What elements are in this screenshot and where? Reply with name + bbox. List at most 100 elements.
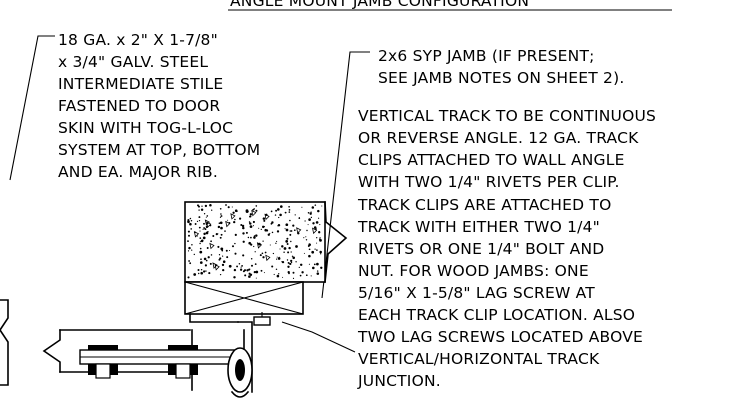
concrete-speckle (308, 243, 311, 246)
wood-jamb-block (184, 281, 304, 315)
concrete-speckle (249, 225, 253, 228)
concrete-speckle (318, 231, 321, 234)
concrete-speckle (301, 271, 304, 274)
concrete-speckle (219, 216, 222, 218)
concrete-hatch (187, 203, 323, 279)
concrete-speckle (267, 233, 270, 236)
concrete-speckle (255, 234, 258, 237)
concrete-speckle (227, 206, 230, 209)
concrete-speckle (187, 240, 189, 243)
concrete-speckle (290, 240, 292, 243)
concrete-speckle (277, 208, 280, 211)
concrete-speckle (219, 236, 222, 239)
concrete-speckle (222, 260, 226, 263)
track-note-line: CLIPS ATTACHED TO WALL ANGLE (358, 151, 625, 169)
concrete-speckle (217, 245, 220, 248)
concrete-aggregate (312, 227, 318, 235)
concrete-speckle (204, 204, 208, 208)
concrete-speckle (200, 269, 203, 271)
concrete-aggregate (206, 221, 212, 228)
concrete-speckle (221, 250, 224, 252)
concrete-speckle (193, 253, 195, 256)
concrete-aggregate (193, 231, 200, 238)
concrete-speckle (199, 241, 201, 243)
concrete-speckle (252, 209, 254, 211)
concrete-speckle (276, 258, 278, 260)
concrete-speckle (274, 214, 277, 216)
concrete-speckle (294, 214, 296, 216)
jamb-note-leader (321, 51, 370, 299)
concrete-speckle (258, 227, 260, 229)
concrete-aggregate (225, 220, 231, 228)
concrete-speckle (306, 229, 308, 232)
concrete-speckle (204, 228, 207, 231)
track-note-line: TRACK CLIPS ARE ATTACHED TO (357, 196, 611, 214)
door-break-line (42, 329, 61, 373)
concrete-speckle (272, 252, 275, 255)
concrete-speckle (250, 236, 252, 239)
concrete-speckle (211, 209, 213, 211)
concrete-speckle (281, 245, 284, 248)
concrete-speckle (197, 272, 200, 275)
concrete-speckle (218, 254, 221, 256)
concrete-speckle (202, 228, 204, 230)
concrete-speckle (198, 219, 201, 222)
concrete-speckle (290, 251, 292, 253)
wall-break-line (324, 201, 348, 283)
concrete-speckle (255, 209, 258, 212)
concrete-speckle (220, 215, 223, 217)
concrete-speckle (280, 205, 283, 208)
concrete-speckle (193, 273, 197, 276)
stile-note-line: FASTENED TO DOOR (58, 97, 220, 115)
concrete-speckle (244, 274, 247, 277)
concrete-speckle (287, 251, 290, 254)
concrete-speckle (210, 240, 212, 243)
concrete-speckle (288, 209, 291, 211)
concrete-speckle (219, 207, 222, 210)
concrete-speckle (310, 211, 312, 213)
concrete-speckle (275, 268, 278, 271)
concrete-speckle (252, 225, 254, 227)
concrete-speckle (309, 212, 312, 215)
concrete-speckle (187, 250, 190, 252)
concrete-aggregate (256, 242, 263, 249)
concrete-speckle (279, 248, 281, 250)
concrete-speckle (255, 205, 258, 207)
concrete-speckle (304, 220, 306, 222)
concrete-speckle (226, 256, 229, 259)
concrete-speckle (233, 268, 237, 272)
concrete-speckle (271, 221, 274, 224)
concrete-speckle (295, 245, 298, 248)
concrete-speckle (204, 264, 207, 267)
concrete-speckle (271, 231, 274, 234)
concrete-speckle (190, 219, 193, 222)
concrete-speckle (250, 264, 254, 267)
concrete-speckle (203, 232, 206, 236)
concrete-speckle (227, 219, 229, 221)
concrete-speckle (308, 248, 311, 251)
concrete-speckle (308, 254, 311, 258)
concrete-aggregate (209, 242, 215, 250)
concrete-speckle (316, 262, 319, 266)
concrete-speckle (316, 270, 319, 272)
concrete-aggregate (204, 219, 211, 226)
concrete-speckle (245, 209, 249, 212)
track-note-line: OR REVERSE ANGLE. 12 GA. TRACK (358, 129, 639, 147)
concrete-speckle (292, 277, 295, 279)
concrete-speckle (312, 266, 315, 270)
track-note-line: JUNCTION. (357, 372, 441, 390)
concrete-speckle (208, 272, 211, 275)
concrete-speckle (311, 206, 315, 209)
concrete-speckle (209, 203, 212, 207)
concrete-speckle (319, 239, 322, 242)
concrete-speckle (301, 206, 303, 208)
concrete-speckle (205, 216, 207, 218)
concrete-speckle (316, 237, 318, 239)
concrete-speckle (316, 242, 318, 244)
concrete-speckle (310, 275, 312, 277)
concrete-speckle (303, 237, 305, 239)
concrete-speckle (290, 230, 293, 232)
concrete-speckle (286, 259, 289, 261)
concrete-speckle (248, 272, 251, 275)
concrete-speckle (318, 238, 321, 240)
